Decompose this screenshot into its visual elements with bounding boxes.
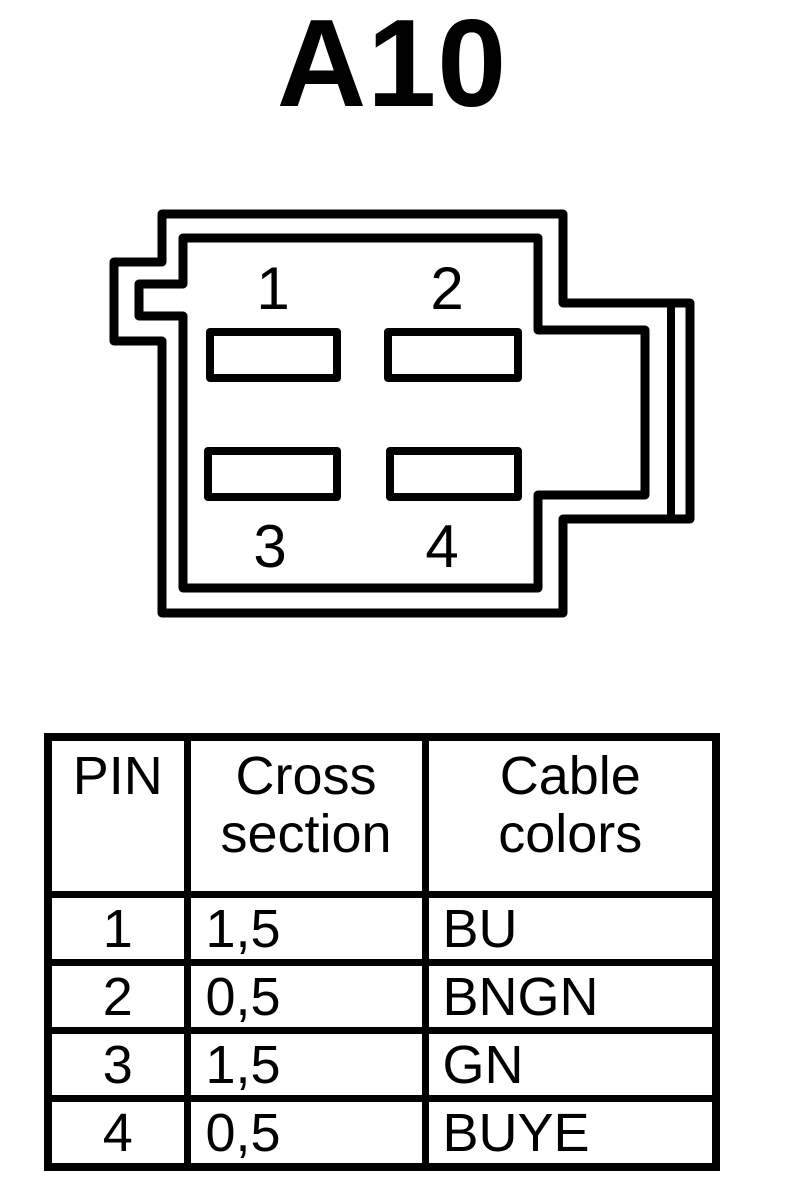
pin-cell: 1 [44, 891, 191, 966]
cross-section-cell: 1,5 [183, 1027, 429, 1102]
cable-color-cell: BNGN [421, 959, 720, 1034]
table-header-row: PIN Cross section Cable colors [44, 733, 720, 898]
cross-section-cell: 1,5 [183, 891, 429, 966]
cable-color-cell: BUYE [421, 1095, 720, 1171]
pin-cell: 4 [44, 1095, 191, 1171]
pin-slot-1 [206, 328, 341, 382]
table-row: 4 0,5 BUYE [44, 1095, 720, 1171]
pin-label-1: 1 [256, 255, 289, 322]
connector-outline-inner [134, 233, 650, 593]
pin-slot-2 [384, 328, 522, 382]
table-row: 3 1,5 GN [44, 1027, 720, 1102]
cable-color-cell: BU [421, 891, 720, 966]
connector-diagram: 1 2 3 4 [109, 209, 695, 618]
col-header-cable-colors: Cable colors [421, 733, 720, 898]
table-row: 1 1,5 BU [44, 891, 720, 966]
table-row: 2 0,5 BNGN [44, 959, 720, 1034]
col-header-cross-section: Cross section [183, 733, 429, 898]
col-header-pin: PIN [44, 733, 191, 898]
cross-section-cell: 0,5 [183, 959, 429, 1034]
cross-section-cell: 0,5 [183, 1095, 429, 1171]
pin-slot-4 [386, 447, 522, 501]
pin-slot-3 [204, 447, 341, 501]
pin-label-3: 3 [253, 513, 286, 580]
pin-table: PIN Cross section Cable colors 1 1,5 BU … [44, 733, 720, 1171]
cable-color-cell: GN [421, 1027, 720, 1102]
pin-label-4: 4 [425, 513, 458, 580]
connector-outline-outer [109, 209, 695, 618]
connector-title: A10 [276, 0, 508, 133]
pin-cell: 2 [44, 959, 191, 1034]
pin-cell: 3 [44, 1027, 191, 1102]
pin-label-2: 2 [430, 255, 463, 322]
